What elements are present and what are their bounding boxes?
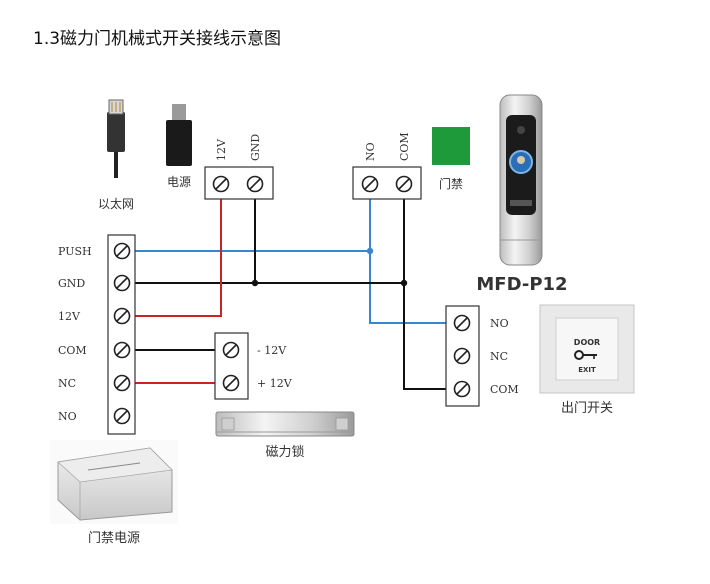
power-terminal-block <box>204 166 274 200</box>
ethernet-plug-icon <box>107 99 125 178</box>
exit-button-label: 出门开关 <box>561 401 613 416</box>
panel-terminal-gnd-label: GND <box>58 277 85 290</box>
ethernet-label: 以太网 <box>98 196 134 211</box>
junction-dot <box>366 247 374 255</box>
relay-terminal-no-label: NO <box>364 142 377 161</box>
wire-com-black <box>403 197 446 390</box>
magnetic-lock-device <box>215 411 355 437</box>
magnetic-lock-label: 磁力锁 <box>265 444 304 460</box>
exit-button-exit-text: EXIT <box>578 366 596 374</box>
panel-terminal-com-label: COM <box>58 344 87 357</box>
lock-terminal-minus-label: - 12V <box>257 344 287 357</box>
panel-terminal-no-label: NO <box>58 410 77 423</box>
wire-push-blue <box>135 197 371 252</box>
exit-button-device <box>539 304 635 394</box>
page-title: 1.3磁力门机械式开关接线示意图 <box>33 29 282 49</box>
lock-terminal-block <box>214 332 249 400</box>
exit-terminal-nc-label: NC <box>490 350 508 363</box>
power-plug-icon <box>166 104 192 166</box>
junction-dot <box>251 279 259 287</box>
controller-power-label: 门禁电源 <box>88 531 140 546</box>
wire-12v-red <box>135 197 222 317</box>
exit-button-door-text: DOOR <box>574 338 600 347</box>
access-control-square <box>432 127 470 165</box>
panel-terminal-12v-label: 12V <box>58 310 81 323</box>
lock-terminal-plus-label: + 12V <box>257 377 293 390</box>
exit-terminal-com-label: COM <box>490 383 519 396</box>
exit-terminal-no-label: NO <box>490 317 509 330</box>
power-terminal-12v-label: 12V <box>215 138 228 161</box>
power-adapter-label: 电源 <box>167 175 191 189</box>
wire-push-to-exit-no <box>369 251 446 324</box>
relay-terminal-block <box>352 166 422 200</box>
power-terminal-gnd-label: GND <box>249 134 262 161</box>
panel-terminal-nc-label: NC <box>58 377 76 390</box>
panel-terminal-push-label: PUSH <box>58 245 92 258</box>
reader-model-label: MFD-P12 <box>476 274 567 295</box>
controller-power-box <box>50 440 178 524</box>
relay-terminal-com-label: COM <box>398 132 411 161</box>
face-reader-device <box>499 94 543 266</box>
exit-terminal-block <box>445 305 480 407</box>
access-control-label: 门禁 <box>439 176 463 191</box>
junction-dot <box>400 279 408 287</box>
panel-terminal-block <box>107 234 136 435</box>
